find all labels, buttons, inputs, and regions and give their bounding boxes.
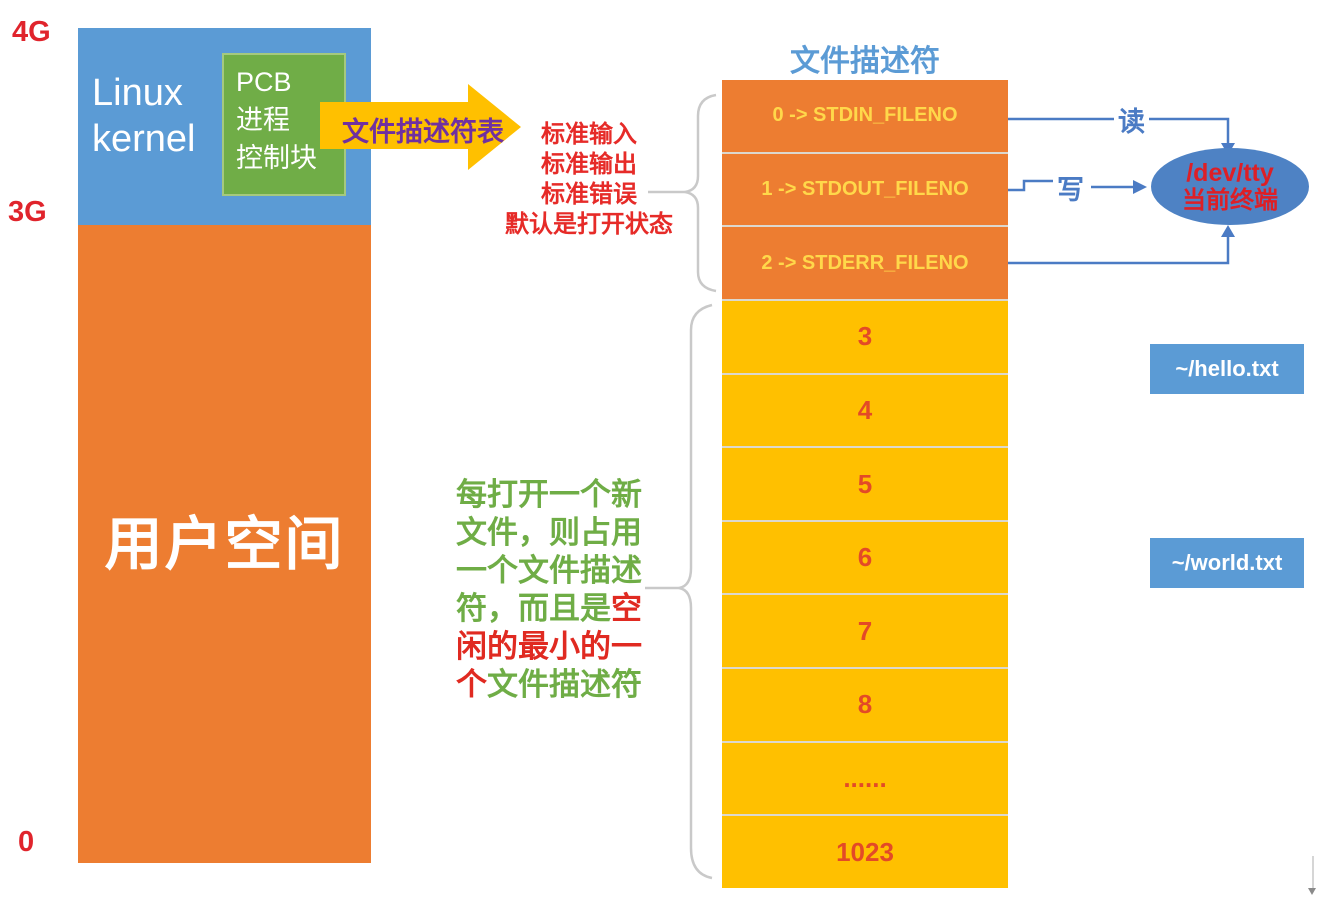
pcb-line-1: PCB xyxy=(236,67,292,97)
std-rows-brace xyxy=(684,93,717,293)
fd-row-5: 5 xyxy=(722,448,1008,522)
fd-row-ellipsis: ...... xyxy=(722,742,1008,817)
tty-terminal-ellipse: /dev/tty 当前终端 xyxy=(1151,148,1309,225)
fd-row-stdin: 0 -> STDIN_FILENO xyxy=(722,80,1008,154)
world-file-box: ~/world.txt xyxy=(1150,538,1304,588)
fd-row-7: 7 xyxy=(722,595,1008,670)
write-label: 写 xyxy=(1053,168,1088,207)
fd-row-stdout: 1 -> STDOUT_FILENO xyxy=(722,153,1008,228)
fd-row-stderr: 2 -> STDERR_FILENO xyxy=(722,227,1008,301)
kernel-space-box: Linux kernel PCB 进程 控制块 xyxy=(78,28,371,225)
fd-table-arrow-label: 文件描述符表 xyxy=(342,117,504,147)
std-note-line-4: 默认是打开状态 xyxy=(505,211,673,238)
fd-note-red: 空闲的最小的一个 xyxy=(456,591,642,702)
fd-row-6: 6 xyxy=(722,521,1008,596)
address-label-3g: 3G xyxy=(8,196,47,228)
address-label-0: 0 xyxy=(18,826,35,858)
free-rows-brace xyxy=(678,303,713,880)
kernel-label: Linux kernel xyxy=(92,72,196,160)
stderr-connector-line xyxy=(1008,236,1230,265)
pcb-line-3: 控制块 xyxy=(236,143,317,173)
cursor-artifact-tip xyxy=(1308,888,1316,895)
fd-row-1023: 1023 xyxy=(722,816,1008,889)
fd-row-8: 8 xyxy=(722,669,1008,743)
write-arrowhead xyxy=(1133,180,1147,194)
fd-table: 0 -> STDIN_FILENO 1 -> STDOUT_FILENO 2 -… xyxy=(722,80,1008,889)
fd-allocation-note: 每打开一个新文件，则占用一个文件描述符，而且是空闲的最小的一个文件描述符 xyxy=(456,476,650,704)
pcb-line-2: 进程 xyxy=(236,105,290,135)
user-space-label: 用户空间 xyxy=(104,512,345,577)
std-note-line-2: 标准输出 xyxy=(541,151,637,178)
tty-path-label: /dev/tty xyxy=(1186,158,1274,187)
fd-note-green-2: 文件描述符 xyxy=(487,667,642,702)
pcb-label: PCB 进程 控制块 xyxy=(224,55,344,177)
stderr-arrowhead xyxy=(1221,225,1235,237)
fd-note-green-1: 每打开一个新文件，则占用一个文件描述符，而且是 xyxy=(456,477,642,626)
std-streams-note: 标准输入 标准输出 标准错误 默认是打开状态 xyxy=(503,120,675,240)
address-label-4g: 4G xyxy=(12,16,51,48)
write-connector-line xyxy=(1008,179,1053,192)
fd-row-4: 4 xyxy=(722,374,1008,449)
hello-file-box: ~/hello.txt xyxy=(1150,344,1304,394)
std-note-line-1: 标准输入 xyxy=(541,121,637,148)
user-space-box: 用户空间 xyxy=(78,225,371,863)
tty-name-label: 当前终端 xyxy=(1182,186,1278,214)
pcb-box: PCB 进程 控制块 xyxy=(222,53,346,196)
read-label: 读 xyxy=(1114,100,1149,139)
fd-table-title: 文件描述符 xyxy=(790,45,940,78)
fd-row-3: 3 xyxy=(722,300,1008,375)
std-note-line-3: 标准错误 xyxy=(541,181,637,208)
